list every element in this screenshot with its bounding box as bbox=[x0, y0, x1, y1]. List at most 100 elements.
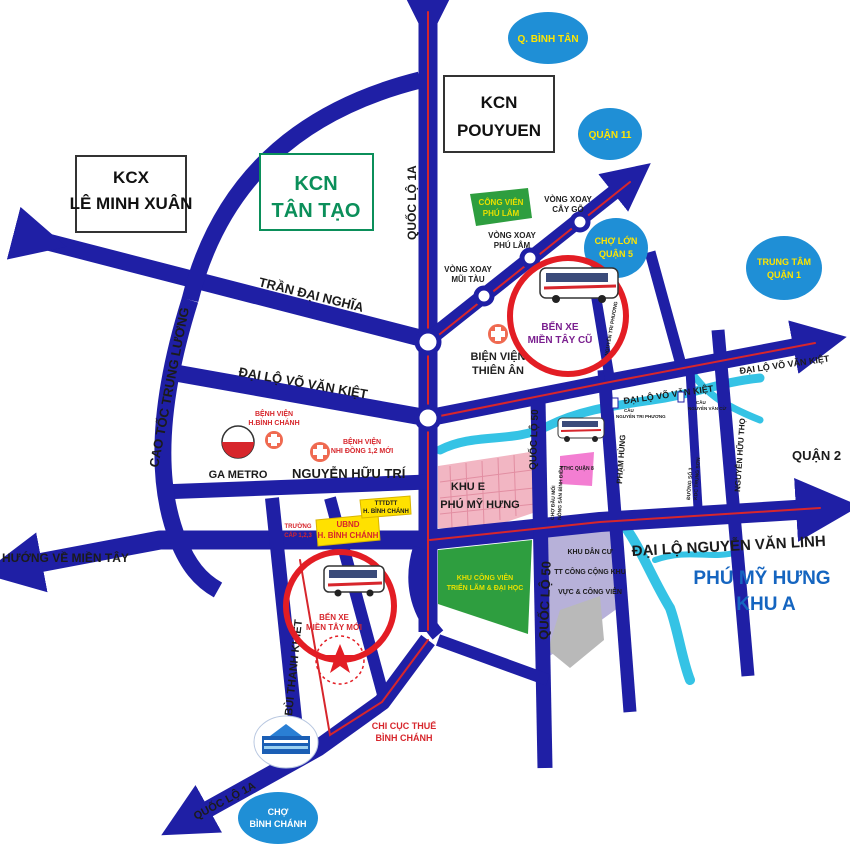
kcn-tan-tao-label-1: KCN bbox=[294, 173, 337, 195]
roundabout-mui-tau bbox=[414, 328, 442, 356]
road-pham-hung bbox=[597, 369, 637, 713]
label-vong-xoay-phu-lam-1: VÒNG XOAY bbox=[488, 231, 536, 240]
svg-text:QUẬN 1: QUẬN 1 bbox=[767, 269, 801, 280]
svg-text:BÌNH CHÁNH: BÌNH CHÁNH bbox=[250, 819, 307, 829]
svg-text:H. BÌNH CHÁNH: H. BÌNH CHÁNH bbox=[363, 507, 409, 515]
road-quoc-lo-50 bbox=[530, 399, 553, 769]
road-curve-cao-toc bbox=[154, 297, 223, 598]
label-ga-metro: GA METRO bbox=[209, 469, 268, 481]
label-khu-dan-cu-2: TT CÔNG CỘNG KHU bbox=[554, 567, 626, 576]
river-south-b bbox=[652, 549, 741, 563]
kcn-tan-tao-box: KCN TÂN TẠO bbox=[259, 153, 374, 231]
label-nhi-dong-2: NHI ĐỒNG 1,2 MỚI bbox=[331, 445, 393, 455]
label-benh-vien-binh-chanh-2: H.BÌNH CHÁNH bbox=[248, 418, 299, 427]
label-nguyen-huu-tho: NGUYỄN HỮU THỌ bbox=[733, 418, 747, 492]
khu-e-area bbox=[438, 452, 536, 530]
svg-text:H. BÌNH CHÁNH: H. BÌNH CHÁNH bbox=[318, 531, 379, 540]
kcx-label-1: KCX bbox=[113, 168, 150, 187]
label-cau-nguyen-tri-phuong-2: NGUYỄN TRI PHƯƠNG bbox=[616, 413, 666, 419]
road-tran-dai-nghia bbox=[6, 206, 431, 349]
park-area bbox=[438, 540, 532, 634]
road-duong-so-3 bbox=[644, 250, 689, 374]
bubble-quan-11: QUẬN 11 bbox=[578, 108, 642, 160]
label-vong-xoay-cay-go-2: CÂY GÕ bbox=[552, 205, 583, 214]
kcn-tan-tao-label-2: TÂN TẠO bbox=[272, 198, 361, 222]
label-cho-dau-moi-2: NÔNG SẢN BÌNH ĐIỀN bbox=[555, 466, 565, 521]
roundabout-mid bbox=[519, 247, 541, 269]
tttdtt-tag: TTTDTT H. BÌNH CHÁNH bbox=[359, 495, 412, 519]
label-vong-xoay-mui-tau-2: MŨI TÀU bbox=[451, 275, 485, 284]
label-truong-1: TRƯỜNG bbox=[284, 522, 311, 530]
ben-xe-mien-tay-cu: BẾN XE MIỀN TÂY CŨ bbox=[507, 255, 629, 377]
river-south bbox=[615, 515, 695, 685]
label-vong-xoay-mui-tau-1: VÒNG XOAY bbox=[444, 265, 492, 274]
road-vo-van-kiet-west bbox=[168, 363, 430, 427]
label-vong-xoay-cay-go-1: VÒNG XOAY bbox=[544, 195, 592, 204]
svg-text:PHÚ LÂM: PHÚ LÂM bbox=[483, 209, 520, 218]
tthc-quan8-area bbox=[560, 452, 594, 486]
label-chi-cuc-thue-2: BÌNH CHÁNH bbox=[376, 733, 433, 743]
ben-xe-mien-tay-moi: BẾN XE MIỀN TÂY MỚI bbox=[283, 549, 397, 685]
bus-icon-new bbox=[323, 565, 385, 597]
label-ben-xe-moi-2: MIỀN TÂY MỚI bbox=[306, 622, 362, 632]
roundabout-phu-lam bbox=[473, 285, 495, 307]
cong-vien-phu-lam: CÔNG VIÊN PHÚ LÂM bbox=[470, 188, 532, 226]
star-icon bbox=[324, 644, 356, 673]
kcn-pouyuen-label-2: POUYUEN bbox=[457, 121, 541, 140]
label-truong-2: CẤP 1,2,3 bbox=[284, 532, 312, 539]
metro-icon bbox=[221, 425, 255, 459]
label-ben-xe-moi-1: BẾN XE bbox=[319, 612, 349, 622]
label-benh-vien-binh-chanh-1: BỆNH VIỆN bbox=[255, 409, 293, 418]
svg-text:CHỢ: CHỢ bbox=[268, 807, 289, 817]
label-ben-xe-cu-2: MIỀN TÂY CŨ bbox=[528, 333, 593, 346]
svg-text:CÔNG VIÊN: CÔNG VIÊN bbox=[479, 198, 524, 207]
label-phu-my-hung-a-1: PHÚ MỸ HƯNG bbox=[693, 567, 830, 589]
label-ben-xe-cu-1: BẾN XE bbox=[541, 320, 579, 333]
bubble-trung-tam: TRUNG TÂM QUẬN 1 bbox=[746, 236, 822, 300]
label-cho-dau-moi-1: CHỢ ĐẦU MỐI bbox=[549, 485, 557, 520]
roundabout-vo-van-kiet bbox=[414, 404, 442, 432]
label-benh-vien-thien-an-2: THIÊN ÂN bbox=[472, 364, 524, 377]
road-center-lines bbox=[299, 11, 821, 737]
roundabout-cay-go bbox=[569, 211, 591, 233]
kcn-pouyuen-box: KCN POUYUEN bbox=[443, 75, 555, 153]
label-phu-my-hung-a-2: KHU A bbox=[736, 594, 796, 615]
label-quoc-lo-50-b: QUỐC LỘ 50 bbox=[536, 561, 554, 640]
bubble-binh-tan: Q. BÌNH TÂN bbox=[508, 12, 588, 64]
label-quoc-lo-1a-north: QUỐC LỘ 1A bbox=[404, 165, 419, 240]
kcn-pouyuen-label-1: KCN bbox=[481, 93, 518, 112]
label-khu-e-1: KHU E bbox=[451, 481, 485, 493]
building-logo bbox=[253, 715, 319, 769]
label-nhi-dong-1: BỆNH VIỆN bbox=[343, 437, 381, 446]
label-vong-xoay-phu-lam-2: PHÚ LÂM bbox=[494, 241, 531, 250]
label-khu-cong-vien-1: KHU CÔNG VIÊN bbox=[457, 573, 513, 582]
bus-icon-old bbox=[539, 267, 619, 303]
label-quoc-lo-50-a: QUỐC LỘ 50 bbox=[525, 409, 541, 470]
label-khu-cong-vien-2: TRIỂN LÃM & ĐẠI HỌC bbox=[447, 583, 524, 592]
label-khu-e-2: PHÚ MỸ HƯNG bbox=[440, 498, 519, 511]
label-cau-nguyen-tri-phuong-1: CẦU bbox=[624, 407, 634, 413]
label-cau-nguyen-van-cu-1: CẦU bbox=[696, 399, 706, 405]
label-cau-nguyen-van-cu-2: NGUYỄN VĂN CỪ bbox=[688, 405, 727, 411]
label-duong-so-3-2: KDC TRUNG SƠN bbox=[693, 457, 702, 500]
svg-text:UBND: UBND bbox=[336, 520, 359, 529]
hospital-thien-an-icon bbox=[488, 324, 508, 344]
road-nguyen-tri-phuong bbox=[591, 295, 615, 381]
ubnd-tag: UBND H. BÌNH CHÁNH bbox=[315, 513, 381, 547]
hospital-nhi-dong-icon bbox=[310, 442, 330, 462]
svg-text:QUẬN 11: QUẬN 11 bbox=[589, 128, 632, 141]
label-benh-vien-thien-an-1: BIỆN VIỆN bbox=[470, 350, 525, 363]
svg-text:QUẬN 5: QUẬN 5 bbox=[599, 248, 633, 259]
svg-text:TRUNG TÂM: TRUNG TÂM bbox=[757, 256, 811, 267]
road-nguyen-huu-tho bbox=[711, 329, 755, 677]
label-duong-so-3-1: ĐƯỜNG SỐ 3 bbox=[684, 467, 694, 500]
bridge-icons bbox=[611, 391, 685, 409]
road-quan-8-link bbox=[685, 369, 703, 509]
road-bui-thanh-khiet bbox=[265, 497, 305, 749]
svg-text:TTTDTT: TTTDTT bbox=[375, 501, 398, 507]
bus-icon-small bbox=[557, 417, 605, 442]
hospital-binh-chanh-icon bbox=[265, 431, 283, 449]
label-chi-cuc-thue-1: CHI CỤC THUẾ bbox=[372, 721, 437, 731]
new-station-site bbox=[315, 635, 365, 685]
